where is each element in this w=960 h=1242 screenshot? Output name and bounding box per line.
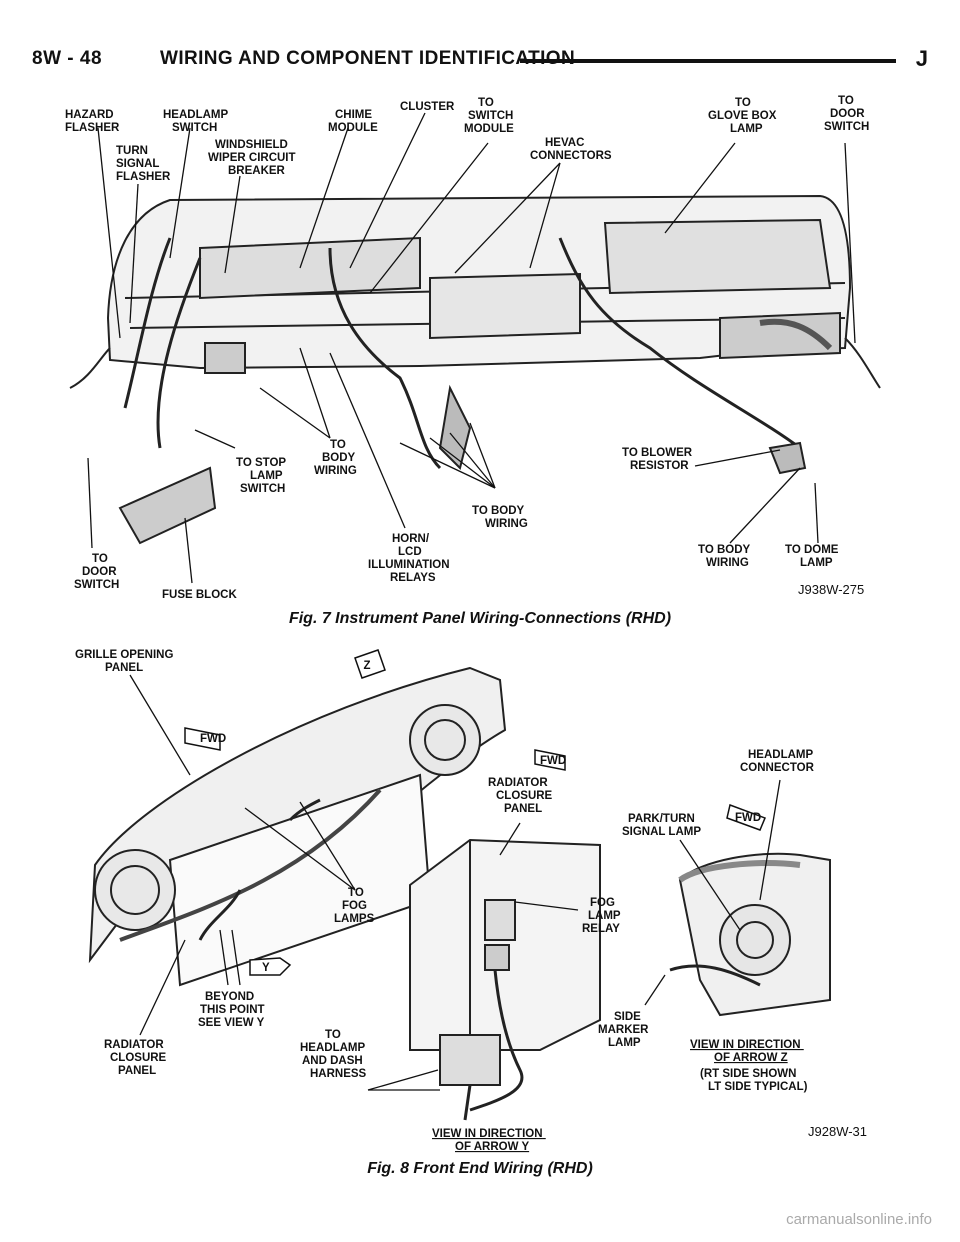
fwd-label-3: FWD [735,812,761,824]
label-fog-lamp-relay: FOG LAMP RELAY [582,897,624,935]
label-park-turn-signal-lamp: PARK/TURN SIGNAL LAMP [622,813,701,838]
label-cluster: CLUSTER [400,101,455,113]
label-to-glove-box-lamp: TO GLOVE BOX LAMP [708,97,780,135]
label-windshield-wiper-breaker: WINDSHIELD WIPER CIRCUIT BREAKER [208,139,299,177]
label-to-door-switch-right: TO DOOR SWITCH [824,95,869,133]
view-y-illustration [409,838,601,1121]
label-headlamp-connector: HEADLAMP CONNECTOR [740,749,816,774]
arrow-y-label: Y [262,962,270,974]
label-beyond-this-point: BEYOND THIS POINT SEE VIEW Y [198,991,268,1029]
label-chime-module: CHIME MODULE [328,109,378,134]
page-number: 8W - 48 [32,48,103,69]
figure-8-front-end: Z FWD FWD FWD Y GRILLE OPENING PANEL TO … [0,640,960,1160]
figure-7-instrument-panel: HAZARD FLASHER HEADLAMP SWITCH TURN SIGN… [0,88,960,608]
label-hevac-connectors: HEVAC CONNECTORS [530,137,612,162]
figure-8-drawing: Z FWD FWD FWD Y GRILLE OPENING PANEL TO … [75,649,867,1153]
label-to-switch-module: TO SWITCH MODULE [464,97,517,135]
fwd-label-2: FWD [540,755,566,767]
fwd-label-1: FWD [200,733,226,745]
section-letter: J [915,46,928,71]
section-title: WIRING AND COMPONENT IDENTIFICATION [160,48,576,69]
arrow-z-label: Z [363,660,370,672]
label-headlamp-switch: HEADLAMP SWITCH [163,109,231,134]
figure-7-drawing: HAZARD FLASHER HEADLAMP SWITCH TURN SIGN… [65,95,881,601]
instrument-panel-illustration [69,194,881,545]
view-z-illustration [669,852,831,1017]
label-radiator-closure-center: RADIATOR CLOSURE PANEL [488,777,555,815]
page-header: 8W - 48 WIRING AND COMPONENT IDENTIFICAT… [32,40,928,80]
label-rt-side-shown: (RT SIDE SHOWN LT SIDE TYPICAL) [700,1068,808,1093]
leader-lines [87,112,856,584]
label-grille-opening-panel: GRILLE OPENING PANEL [75,649,177,674]
leader-lines-fig8 [129,674,781,1091]
label-turn-signal-flasher: TURN SIGNAL FLASHER [116,145,171,183]
label-horn-lcd-relays: HORN/ LCD ILLUMINATION RELAYS [368,533,453,584]
label-to-headlamp-dash-harness: TO HEADLAMP AND DASH HARNESS [300,1029,368,1080]
label-to-stop-lamp-switch: TO STOP LAMP SWITCH [236,457,289,495]
label-to-dome-lamp: TO DOME LAMP [785,544,842,569]
label-to-fog-lamps: TO FOG LAMPS [334,887,375,925]
direction-arrows [184,649,766,976]
figure-7-caption: Fig. 7 Instrument Panel Wiring-Connectio… [288,610,672,627]
label-to-body-wiring-1: TO BODY WIRING [314,439,358,477]
label-to-body-wiring-2: TO BODY WIRING [472,505,528,530]
label-to-blower-resistor: TO BLOWER RESISTOR [622,447,695,472]
label-to-door-switch-left: TO DOOR SWITCH [74,553,120,591]
label-to-body-wiring-3: TO BODY WIRING [698,544,753,569]
watermark: carmanualsonline.info [786,1211,932,1228]
grille-panel-illustration [88,666,507,987]
figure-8-caption: Fig. 8 Front End Wiring (RHD) [367,1160,593,1177]
figure-8-code: J928W-31 [808,1124,867,1139]
label-view-arrow-z: VIEW IN DIRECTION OF ARROW Z [690,1039,804,1064]
label-radiator-closure-left: RADIATOR CLOSURE PANEL [104,1039,169,1077]
label-side-marker-lamp: SIDE MARKER LAMP [598,1011,652,1049]
figure-7-code: J938W-275 [798,582,864,597]
label-hazard-flasher: HAZARD FLASHER [65,109,120,134]
label-view-arrow-y: VIEW IN DIRECTION OF ARROW Y [432,1128,546,1153]
header-rule [520,59,896,63]
label-fuse-block: FUSE BLOCK [162,589,237,601]
